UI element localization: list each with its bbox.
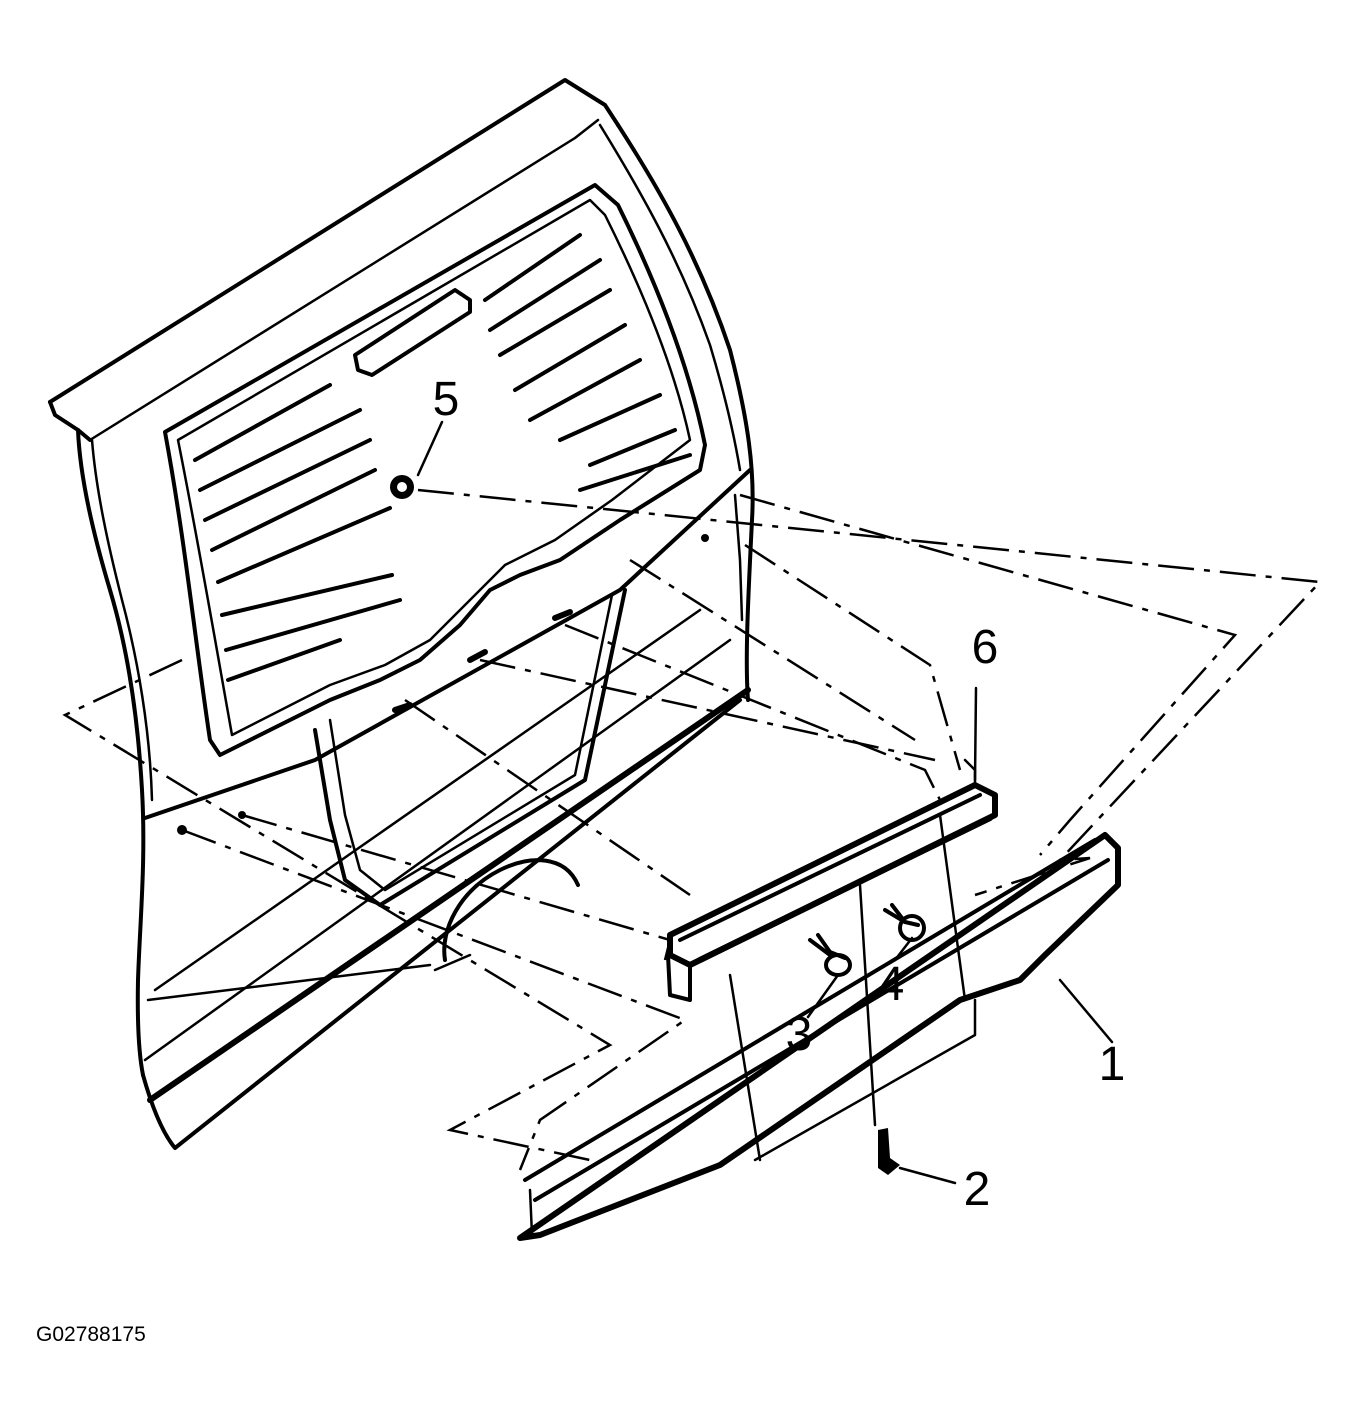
liftgate-panel xyxy=(48,78,755,1150)
figure-id: G02788175 xyxy=(36,1323,146,1346)
callout-1: 1 xyxy=(1098,1038,1126,1091)
callout-3: 3 xyxy=(785,1008,813,1061)
projection-lines xyxy=(728,813,967,1162)
nut-5-part xyxy=(390,475,414,499)
leader-4 xyxy=(893,936,914,962)
leader-2 xyxy=(898,1166,957,1185)
leader-5 xyxy=(416,420,444,477)
leader-3 xyxy=(806,973,840,1019)
rear-window xyxy=(163,183,707,757)
callout-5: 5 xyxy=(432,373,460,426)
alignment-lines xyxy=(62,488,1323,1171)
applique-1-part xyxy=(517,832,1121,1241)
rivet-4-part xyxy=(883,903,926,942)
callout-4: 4 xyxy=(877,958,905,1011)
attachment-point xyxy=(701,534,709,542)
screw-2-part xyxy=(878,1128,900,1175)
leader-1 xyxy=(1058,978,1114,1044)
molding-6-part xyxy=(666,758,998,1002)
callout-6: 6 xyxy=(971,621,999,674)
rivet-3-part xyxy=(808,933,852,977)
leader-lines xyxy=(416,420,1114,1185)
callout-2: 2 xyxy=(963,1163,991,1216)
leader-6 xyxy=(973,686,978,782)
